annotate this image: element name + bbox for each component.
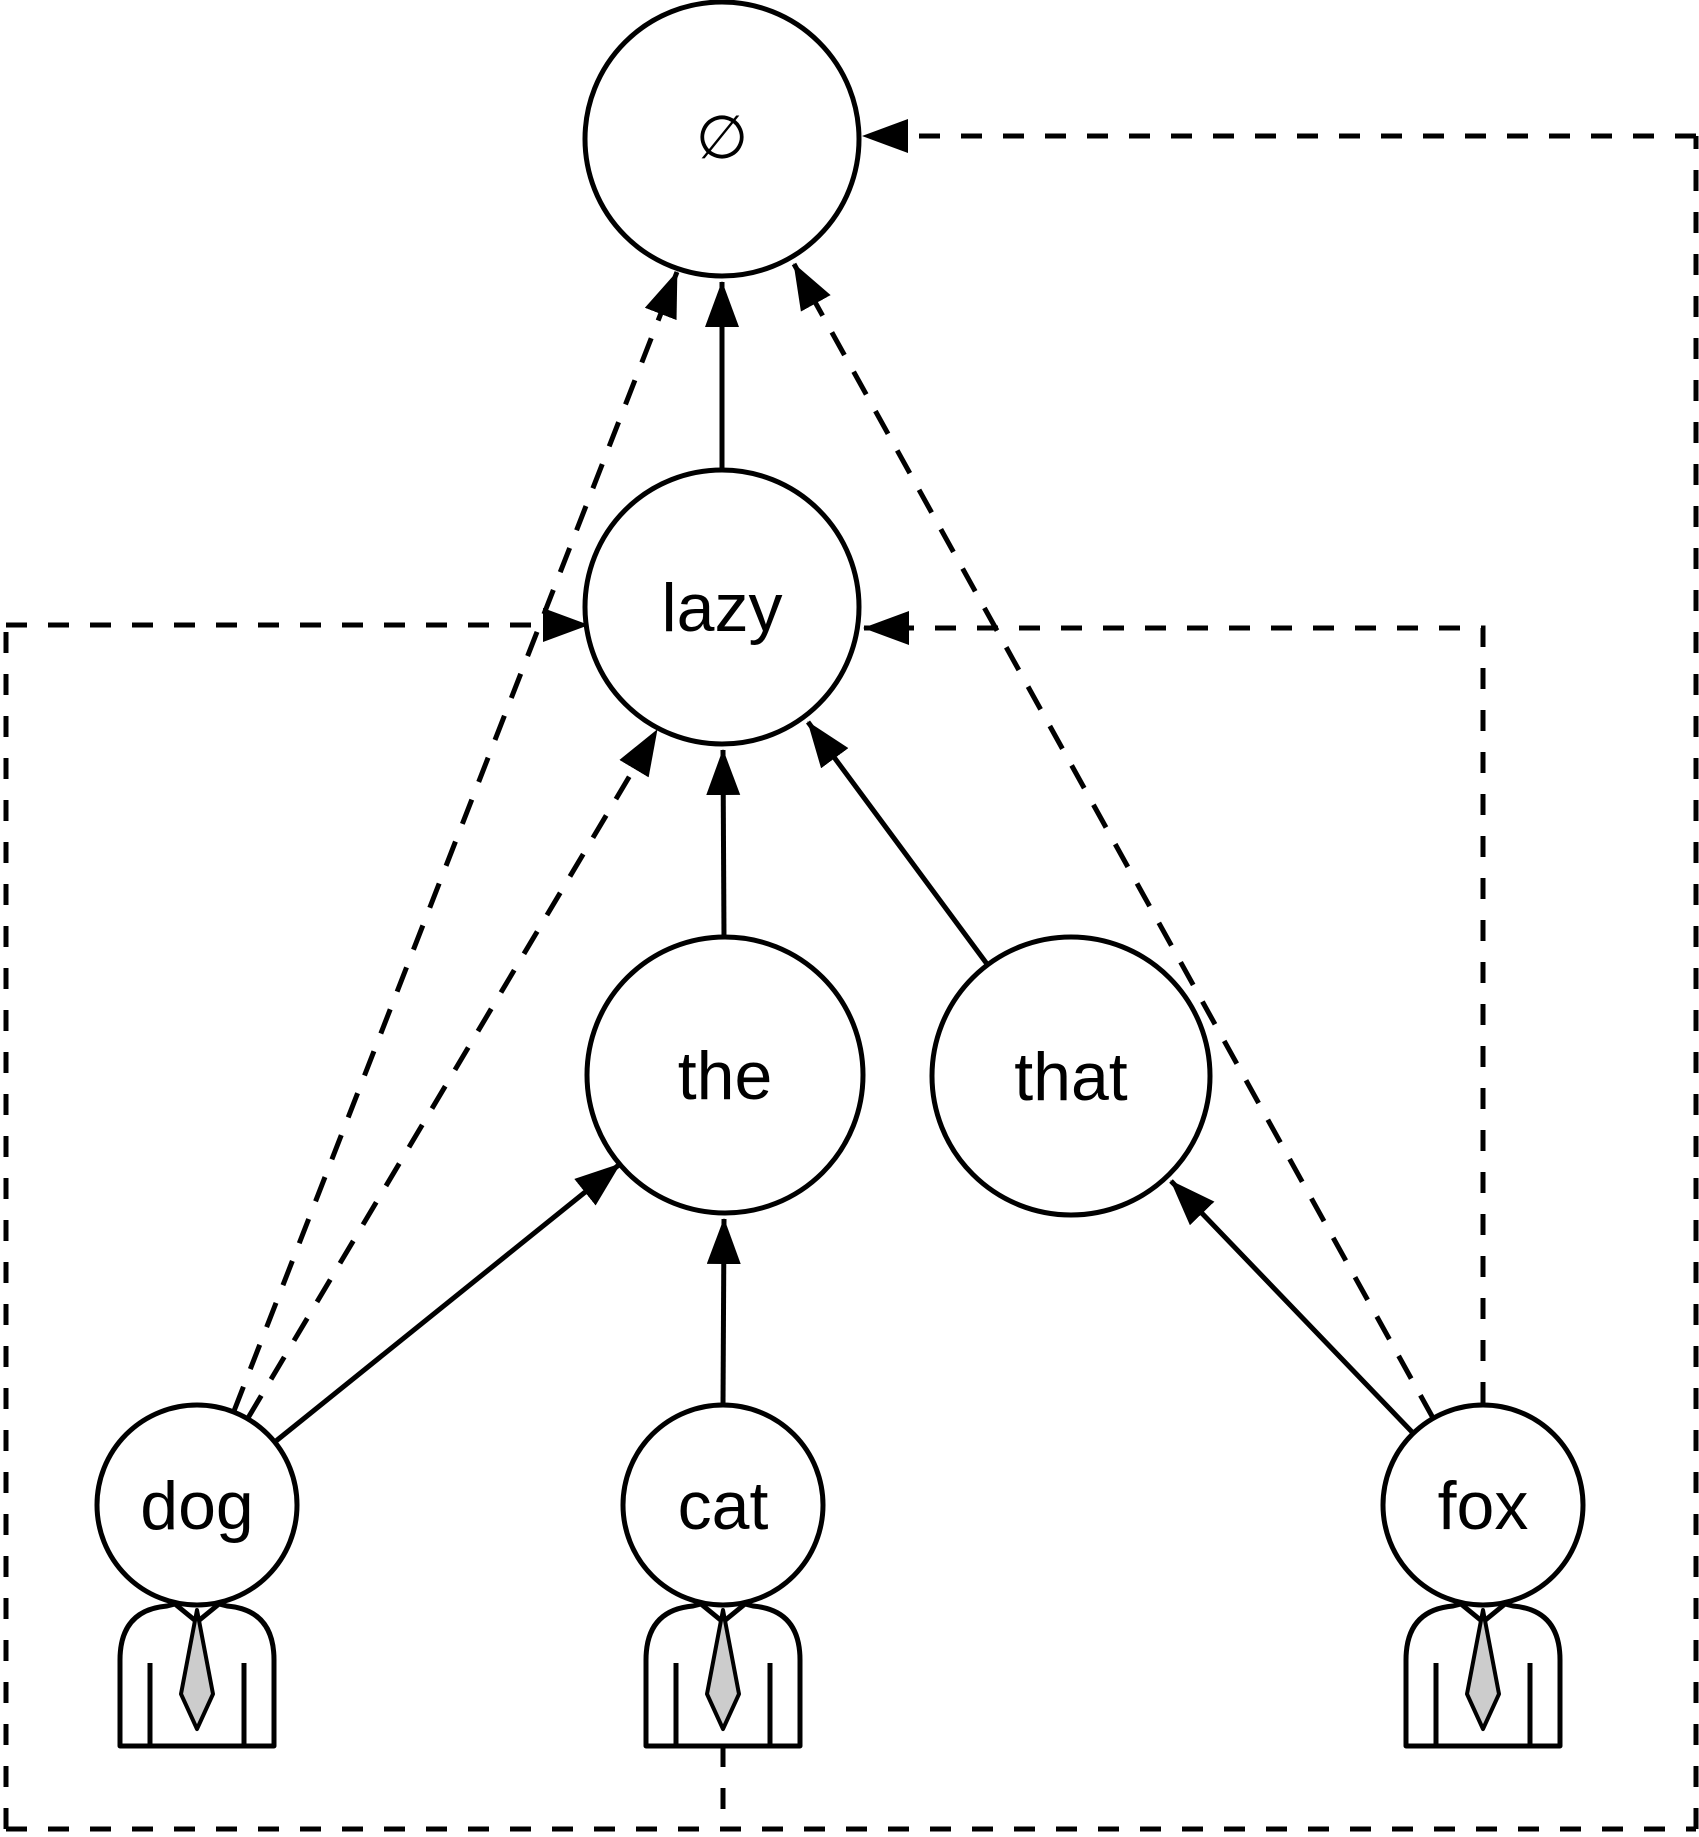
node-fox-label: fox xyxy=(1438,1468,1529,1544)
edge-dog-to-empty-dashed-arrow xyxy=(231,271,680,1412)
node-empty-circle xyxy=(582,0,862,279)
edge-the-to-lazy-arrow xyxy=(706,749,741,939)
edge-fox-to-lazy-dashed-arrow xyxy=(863,611,1486,1403)
fox-tie xyxy=(1465,1608,1501,1731)
edge-fox-to-that-arrow xyxy=(1169,1179,1415,1435)
edge-that-to-lazy-arrow xyxy=(805,720,990,966)
edge-fox-to-empty-dashed-arrow xyxy=(791,262,1436,1420)
dashed-frame xyxy=(3,119,1699,1832)
node-that-circle xyxy=(929,934,1213,1218)
dashed-edges xyxy=(231,262,1486,1420)
person-fox-body xyxy=(1403,1601,1563,1749)
node-empty: ∅ xyxy=(582,0,862,279)
node-cat-label: cat xyxy=(678,1468,769,1544)
node-that: that xyxy=(929,934,1213,1218)
node-lazy-label: lazy xyxy=(662,570,783,646)
solid-edges xyxy=(274,281,1415,1443)
node-dog-head-circle xyxy=(94,1402,300,1608)
node-the-circle xyxy=(584,934,866,1216)
node-fox-head-circle xyxy=(1380,1402,1586,1608)
node-lazy-circle xyxy=(582,467,862,747)
edge-cat-to-the-arrow xyxy=(706,1218,741,1407)
node-fox: fox xyxy=(1380,1402,1586,1608)
cat-tie xyxy=(705,1608,741,1731)
node-dog: dog xyxy=(94,1402,300,1608)
node-cat-head-circle xyxy=(620,1402,826,1608)
edge-dog-to-the-arrow xyxy=(274,1162,622,1443)
node-that-label: that xyxy=(1014,1039,1128,1115)
node-the: the xyxy=(584,934,866,1216)
dog-tie xyxy=(179,1608,215,1731)
node-the-label: the xyxy=(678,1038,773,1114)
node-cat: cat xyxy=(620,1402,826,1608)
person-cat-body xyxy=(643,1601,803,1749)
node-dog-label: dog xyxy=(140,1468,253,1544)
node-lazy: lazy xyxy=(582,467,862,747)
node-empty-label: ∅ xyxy=(696,104,748,171)
person-dog-body xyxy=(117,1601,277,1749)
